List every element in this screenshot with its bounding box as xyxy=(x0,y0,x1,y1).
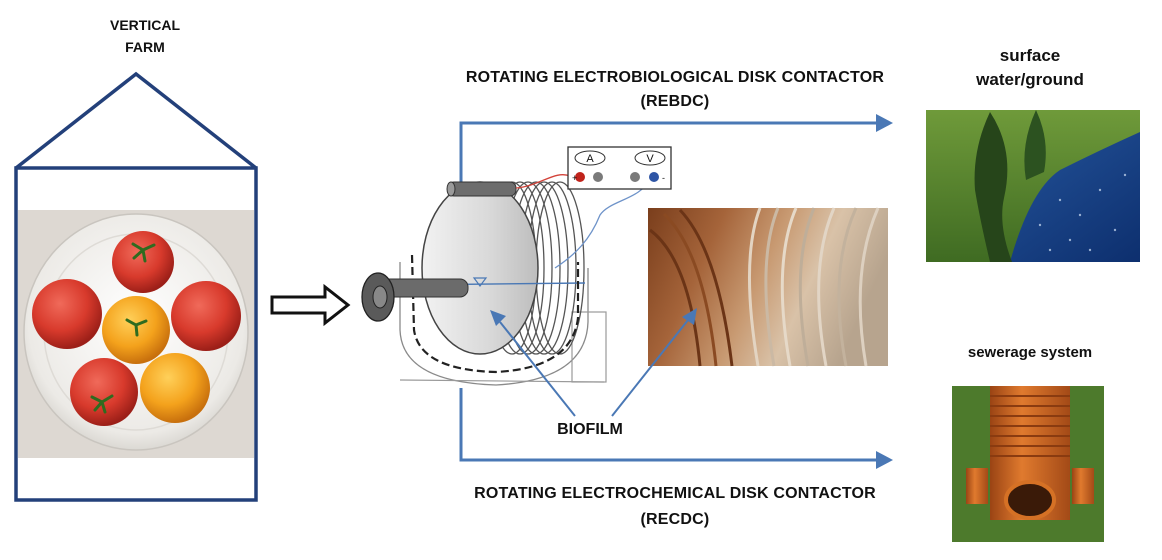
blue-terminal xyxy=(649,172,659,182)
tomato-photo xyxy=(18,210,254,458)
recdc-title-line1: ROTATING ELECTROCHEMICAL DISK CONTACTOR xyxy=(474,485,876,502)
tomato xyxy=(112,231,174,293)
tomato xyxy=(171,281,241,351)
biofilm-label: BIOFILM xyxy=(557,421,623,438)
vertical-farm-title: VERTICAL FARM xyxy=(70,14,220,58)
biofilm-photo xyxy=(648,207,888,367)
dashed-electrode xyxy=(410,254,580,374)
biofilm-pointer-arrows xyxy=(490,308,697,417)
vertical-farm-title-line1: VERTICAL xyxy=(110,17,180,33)
pipe-ribs xyxy=(990,395,1070,457)
surface-water-title: surface water/ground xyxy=(930,44,1130,92)
input-arrow xyxy=(270,283,351,327)
pipe-opening xyxy=(1004,480,1056,520)
tomato xyxy=(70,358,138,426)
side-outlet-left xyxy=(966,468,988,504)
side-outlet-right xyxy=(1072,468,1094,504)
blue-wire xyxy=(554,177,652,269)
reactor-sketch xyxy=(361,174,652,386)
ammeter-terminal xyxy=(593,172,603,182)
sewerage-system-title: sewerage system xyxy=(967,344,1093,361)
recdc-title: ROTATING ELECTROCHEMICAL DISK CONTACTOR … xyxy=(405,481,945,533)
farm-roof xyxy=(14,71,258,170)
vertical-farm-title-line2: FARM xyxy=(125,39,165,55)
biofilm-disk-rings xyxy=(649,207,880,367)
tomato xyxy=(32,279,102,349)
meter-box: A V + - xyxy=(567,146,672,190)
voltmeter-dial xyxy=(634,150,666,166)
recdc-title-line2: (RECDC) xyxy=(640,511,710,528)
surface-water-title-line2: water/ground xyxy=(976,70,1084,89)
surface-water-title-line1: surface xyxy=(999,46,1061,65)
water-level-marker xyxy=(472,277,488,287)
rebdc-title-line2: (REBDC) xyxy=(640,93,710,110)
rebdc-title-line1: ROTATING ELECTROBIOLOGICAL DISK CONTACTO… xyxy=(465,69,885,86)
minus-sign: - xyxy=(662,173,665,183)
rebdc-flow-arrow xyxy=(459,114,893,200)
ammeter-label: A xyxy=(586,153,594,165)
reactor-front-disk xyxy=(421,181,539,355)
water-sparkles xyxy=(1038,173,1127,252)
tree-cluster xyxy=(1024,110,1046,180)
top-rod xyxy=(447,181,517,197)
tomato xyxy=(140,353,210,423)
plus-sign: + xyxy=(572,173,577,183)
surface-water-photo xyxy=(926,110,1140,262)
recdc-flow-arrow xyxy=(459,388,893,469)
sewerage-photo xyxy=(952,386,1104,542)
red-terminal xyxy=(575,172,585,182)
voltmeter-label: V xyxy=(646,153,654,165)
tomato-stems xyxy=(90,242,156,414)
red-wire xyxy=(515,174,571,189)
reactor-tank xyxy=(399,262,589,386)
tree-line xyxy=(974,112,1012,262)
rebdc-title: ROTATING ELECTROBIOLOGICAL DISK CONTACTO… xyxy=(405,66,945,114)
ammeter-dial xyxy=(574,150,606,166)
voltmeter-terminal xyxy=(630,172,640,182)
